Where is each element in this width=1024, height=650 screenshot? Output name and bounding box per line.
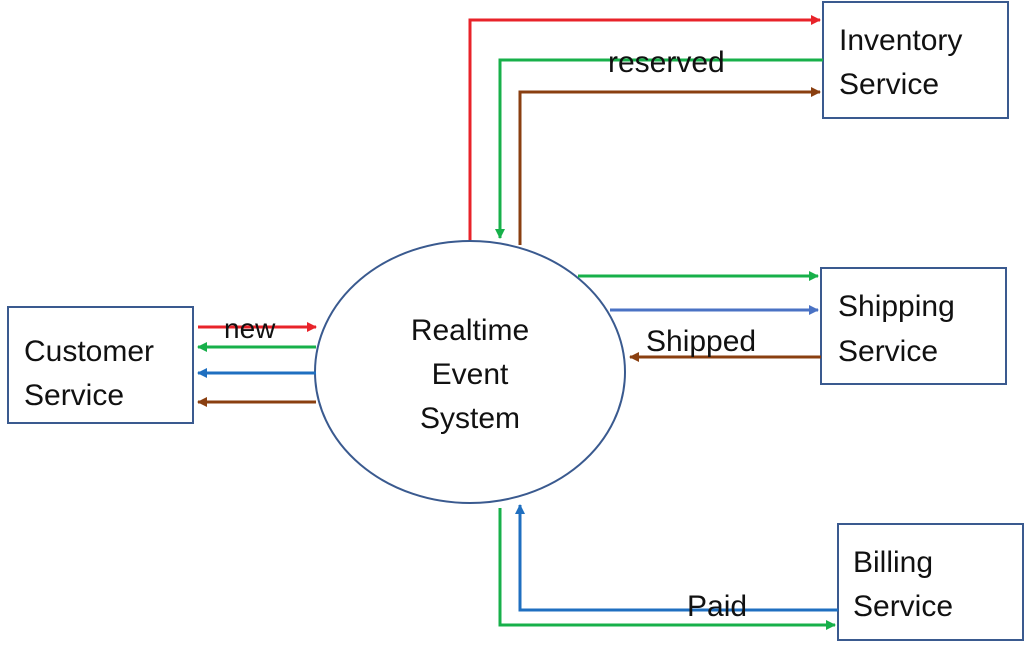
event-system-node: Realtime Event System [314,240,626,504]
inventory-service-box [822,1,1009,119]
event-system-label-line1: Realtime [411,314,529,347]
edge-label-reserved: reserved [608,46,725,79]
customer-service-node: Customer Service [7,306,194,424]
inventory-service-node: Inventory Service [822,1,1009,119]
shipping-service-label-line1: Shipping [838,290,955,323]
edge-label-shipped: Shipped [646,325,756,358]
billing-service-label-line2: Service [853,590,953,623]
edge-label-new: new [224,313,276,344]
arrow-new-to-inventory [468,15,821,240]
arrow-shipped-to-inventory [518,87,821,245]
event-system-label-line2: Event [432,358,509,391]
inventory-service-label-line1: Inventory [839,24,962,57]
billing-service-label-line1: Billing [853,546,933,579]
shipping-service-box [820,267,1007,385]
billing-service-box [837,523,1024,641]
customer-service-box [7,306,194,424]
billing-service-node: Billing Service [837,523,1024,641]
customer-service-label-line2: Service [24,379,124,412]
arrow-reserved-from-inventory [495,58,823,239]
shipping-service-node: Shipping Service [820,267,1007,385]
arrow-reserved-to-billing [498,508,836,630]
arrow-paid-from-billing [515,504,838,612]
edge-label-paid: Paid [687,590,747,623]
event-system-label-line3: System [420,402,520,435]
inventory-service-label-line2: Service [839,68,939,101]
customer-service-label-line1: Customer [24,335,154,368]
shipping-service-label-line2: Service [838,335,938,368]
